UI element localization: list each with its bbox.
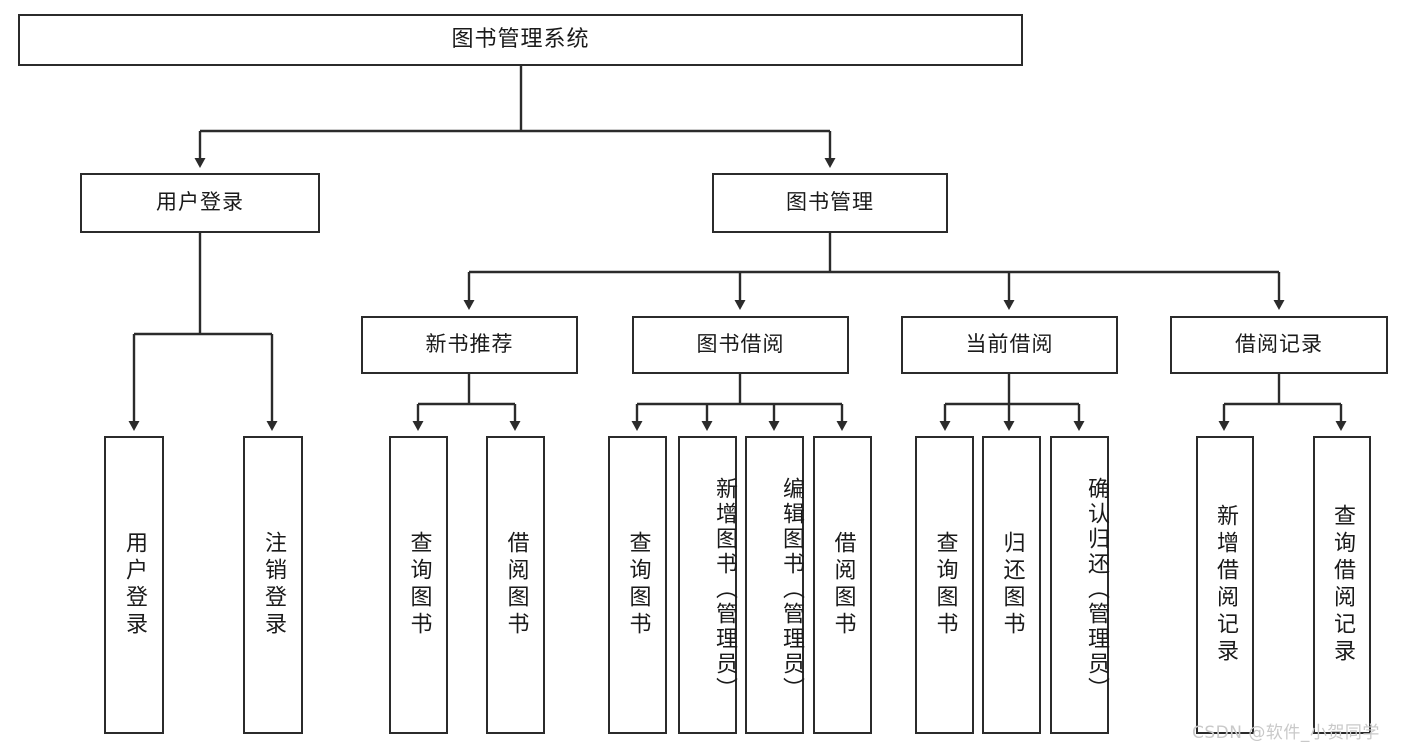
- node-user-login[interactable]: 用户登录: [80, 173, 320, 233]
- node-root-system[interactable]: 图书管理系统: [18, 14, 1023, 66]
- node-leaf-user-login[interactable]: 用户登录: [104, 436, 164, 734]
- node-new-book-recommend[interactable]: 新书推荐: [361, 316, 578, 374]
- node-leaf-borrow-book-2[interactable]: 借阅图书: [813, 436, 872, 734]
- node-leaf-query-book-1[interactable]: 查询图书: [389, 436, 448, 734]
- node-leaf-edit-book[interactable]: 编辑图书（管理员）: [745, 436, 804, 734]
- node-leaf-confirm-return[interactable]: 确认归还（管理员）: [1050, 436, 1109, 734]
- node-leaf-borrow-book-1[interactable]: 借阅图书: [486, 436, 545, 734]
- csdn-watermark: CSDN @软件_小贺同学: [1192, 723, 1380, 743]
- node-leaf-query-record[interactable]: 查询借阅记录: [1313, 436, 1371, 734]
- node-leaf-return-book[interactable]: 归还图书: [982, 436, 1041, 734]
- node-leaf-add-record[interactable]: 新增借阅记录: [1196, 436, 1254, 734]
- node-leaf-add-book[interactable]: 新增图书（管理员）: [678, 436, 737, 734]
- node-leaf-query-book-2[interactable]: 查询图书: [608, 436, 667, 734]
- node-book-manage[interactable]: 图书管理: [712, 173, 948, 233]
- node-leaf-logout[interactable]: 注销登录: [243, 436, 303, 734]
- node-borrow-record[interactable]: 借阅记录: [1170, 316, 1388, 374]
- node-current-borrow[interactable]: 当前借阅: [901, 316, 1118, 374]
- node-book-borrow[interactable]: 图书借阅: [632, 316, 849, 374]
- node-leaf-query-book-3[interactable]: 查询图书: [915, 436, 974, 734]
